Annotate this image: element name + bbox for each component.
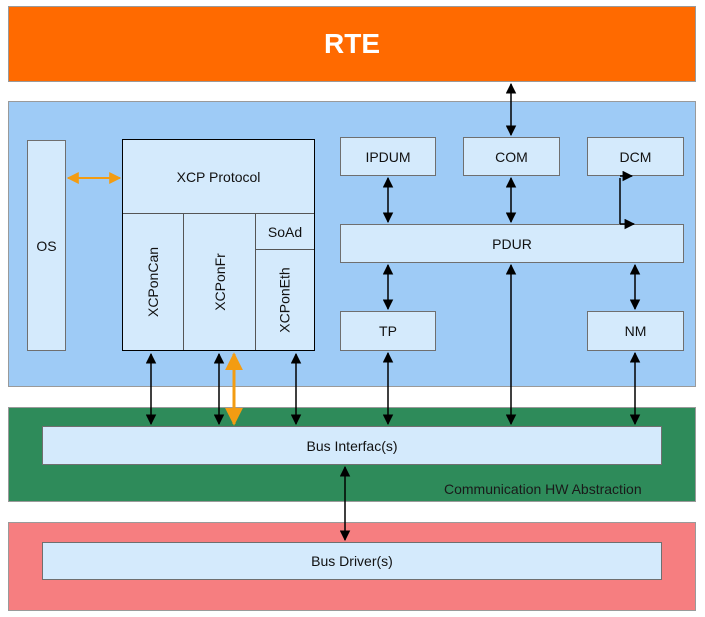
xcp-on-eth-module: XCPonEth <box>256 250 314 350</box>
nm-module: NM <box>587 311 684 351</box>
rte-layer: RTE <box>8 6 696 82</box>
pdur-module: PDUR <box>340 224 684 263</box>
bus-driver-module: Bus Driver(s) <box>42 542 662 580</box>
xcp-on-fr-module: XCPonFr <box>184 214 256 350</box>
comm-hw-abstraction-label: Communication HW Abstraction <box>444 481 642 497</box>
com-label: COM <box>495 148 528 165</box>
nm-label: NM <box>624 323 647 339</box>
bus-interface-label: Bus Interfac(s) <box>306 437 398 454</box>
ipdum-label: IPDUM <box>365 148 411 165</box>
os-module: OS <box>27 140 66 351</box>
bus-interface-module: Bus Interfac(s) <box>42 426 662 465</box>
soad-module: SoAd <box>256 214 314 250</box>
dcm-label: DCM <box>619 148 652 165</box>
rte-title: RTE <box>324 28 380 59</box>
ipdum-module: IPDUM <box>340 137 436 176</box>
soad-label: SoAd <box>267 223 303 240</box>
dcm-module: DCM <box>587 137 684 176</box>
xcp-on-can-module: XCPonCan <box>123 214 184 350</box>
xcp-protocol-label: XCP Protocol <box>176 168 261 185</box>
pdur-label: PDUR <box>492 235 532 252</box>
tp-module: TP <box>340 311 436 351</box>
com-module: COM <box>463 137 560 176</box>
os-label: OS <box>36 237 57 254</box>
bus-driver-label: Bus Driver(s) <box>311 553 393 569</box>
xcp-protocol-module: XCP Protocol <box>123 140 314 214</box>
tp-label: TP <box>379 323 397 339</box>
